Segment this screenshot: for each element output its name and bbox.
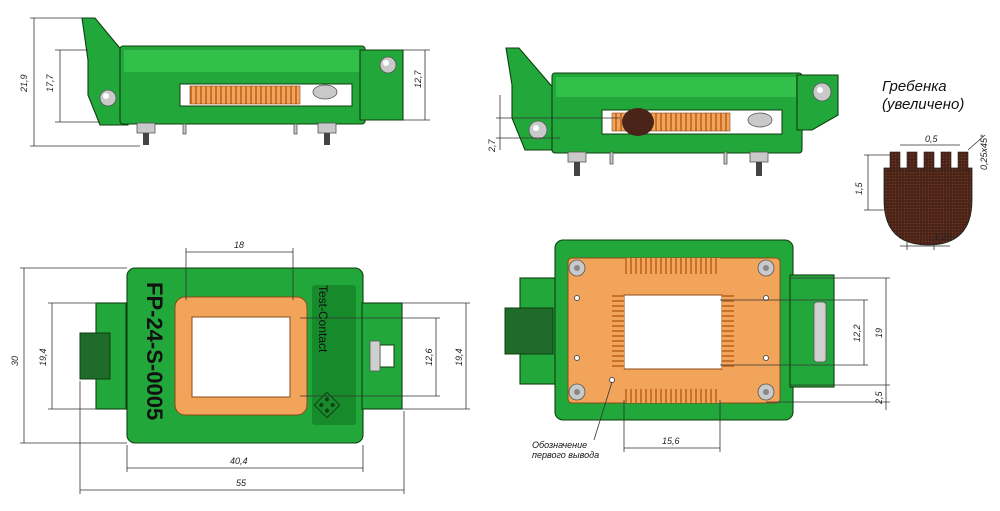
top-view-right — [504, 239, 890, 452]
dim-total-height: 30 — [10, 356, 20, 366]
pin1-label-line2: первого вывода — [532, 450, 599, 460]
dim-socket-height: 19 — [874, 328, 884, 338]
dim-comb-width: 1,25 — [934, 232, 953, 242]
dim-total-length: 55 — [236, 478, 247, 488]
dim-comb-pitch: 0,5 — [925, 134, 939, 144]
dim-contact-span: 12,2 — [852, 324, 862, 342]
dim-body-length: 40,4 — [230, 456, 248, 466]
dim-contact-row-length: 15,6 — [662, 436, 680, 446]
comb-title-line2: (увеличено) — [882, 96, 964, 113]
top-view-left — [20, 248, 470, 494]
dim-window-height: 12,6 — [424, 348, 434, 366]
dim-left-pin-span: 19,4 — [38, 348, 48, 366]
dim-comb-height: 1,5 — [854, 181, 864, 195]
comb-title-line1: Гребенка — [882, 78, 947, 95]
dim-window-width: 18 — [234, 240, 244, 250]
dim-side-height-body: 17,7 — [45, 73, 55, 92]
dim-side2-offset: 2,7 — [487, 138, 497, 153]
part-number: FP-24-S-0005 — [142, 282, 167, 420]
brand-label: Test-Contact — [316, 285, 330, 353]
dim-side-height-right: 12,7 — [413, 69, 423, 88]
side-view-right — [496, 47, 839, 176]
side-view-left — [30, 17, 430, 147]
pin1-label-line1: Обозначение — [532, 440, 587, 450]
dim-first-pin-offset: 2,5 — [874, 390, 884, 405]
dim-comb-chamfer: 0,25x45° — [979, 134, 989, 170]
dim-side-height-total: 21,9 — [19, 74, 29, 93]
comb-detail — [864, 134, 986, 250]
dim-right-pin-span: 19,4 — [454, 348, 464, 366]
